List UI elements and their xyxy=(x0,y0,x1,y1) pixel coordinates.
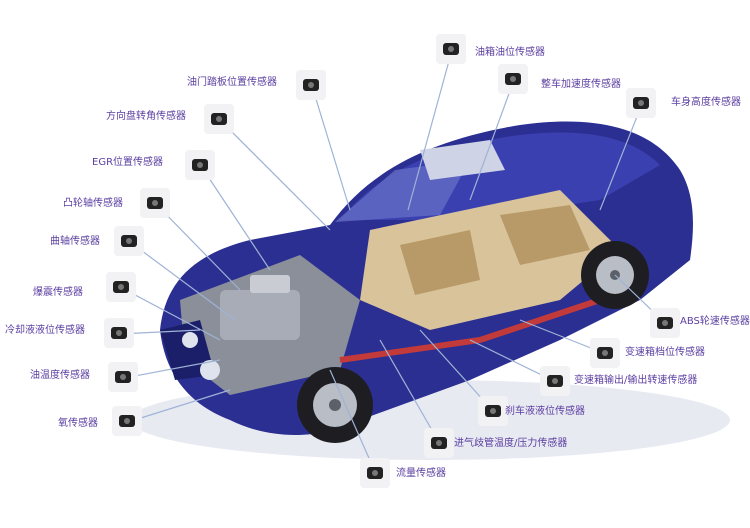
sensor-icon xyxy=(367,467,383,479)
front-bumper xyxy=(160,320,215,380)
sensor-icon xyxy=(597,347,613,359)
sensor-icon xyxy=(505,73,521,85)
intake xyxy=(250,275,290,293)
leader-height xyxy=(599,103,643,211)
leader-cam xyxy=(155,203,241,291)
sensor-thumb-height xyxy=(626,88,656,118)
sensor-icon xyxy=(431,437,447,449)
leader-throttle xyxy=(311,85,351,211)
car-body xyxy=(130,121,730,460)
sensor-thumb-gear_pos xyxy=(590,338,620,368)
label-body-height-sensor: 车身高度传感器 xyxy=(671,97,741,108)
sensor-thumb-oil_temp xyxy=(108,362,138,392)
label-abs-wheel-speed-sensor: ABS轮速传感器 xyxy=(680,316,750,327)
label-flow-sensor: 流量传感器 xyxy=(396,468,446,479)
label-knock-sensor: 爆震传感器 xyxy=(33,287,83,298)
leader-accel xyxy=(469,79,515,201)
headlight-left xyxy=(200,360,220,380)
label-throttle-pedal-sensor: 油门踏板位置传感器 xyxy=(187,77,277,88)
leader-map xyxy=(379,339,441,445)
label-oxygen-sensor: 氧传感器 xyxy=(58,418,98,429)
leader-egr xyxy=(200,165,271,271)
label-coolant-level-sensor: 冷却液液位传感器 xyxy=(5,325,85,336)
sensor-thumb-cam xyxy=(140,188,170,218)
label-oil-level-sensor: 油箱油位传感器 xyxy=(475,47,545,58)
sensor-thumb-brake_fluid xyxy=(478,396,508,426)
sensor-thumb-oxygen xyxy=(112,406,142,436)
sensor-icon xyxy=(211,113,227,125)
sensor-thumb-trans_speed xyxy=(540,366,570,396)
sensor-thumb-map xyxy=(424,428,454,458)
sensor-icon xyxy=(111,327,127,339)
sensor-icon xyxy=(113,281,129,293)
leader-flow xyxy=(329,369,377,475)
leader-oxygen xyxy=(127,389,231,423)
leader-oil_temp xyxy=(123,359,221,379)
sensor-thumb-crank xyxy=(114,226,144,256)
sensor-thumb-coolant xyxy=(104,318,134,348)
leader-knock xyxy=(121,287,221,341)
sensor-thumb-abs xyxy=(650,308,680,338)
front-seat xyxy=(400,230,480,295)
label-intake-manifold-sensor: 进气歧管温度/压力传感器 xyxy=(454,438,568,449)
engine-block xyxy=(220,290,300,340)
label-egr-position-sensor: EGR位置传感器 xyxy=(92,157,164,168)
sensor-icon xyxy=(633,97,649,109)
sensor-icon xyxy=(547,375,563,387)
sensor-icon xyxy=(303,79,319,91)
sensor-icon xyxy=(119,415,135,427)
label-crankshaft-sensor: 曲轴传感器 xyxy=(50,236,100,247)
sensor-icon xyxy=(115,371,131,383)
sensor-icon xyxy=(121,235,137,247)
sensor-thumb-accel xyxy=(498,64,528,94)
label-oil-temperature-sensor: 油温度传感器 xyxy=(30,370,90,381)
sensor-thumb-flow xyxy=(360,458,390,488)
sensor-icon xyxy=(657,317,673,329)
front-hub xyxy=(329,399,341,411)
leader-crank xyxy=(129,241,236,321)
exhaust-pipe xyxy=(339,297,601,363)
headlight-right xyxy=(182,332,198,348)
label-brake-fluid-level-sensor: 刹车液液位传感器 xyxy=(505,406,585,417)
sensor-thumb-egr xyxy=(185,150,215,180)
label-acceleration-sensor: 整车加速度传感器 xyxy=(541,79,621,90)
sunroof xyxy=(420,140,505,180)
sensor-thumb-steering xyxy=(204,104,234,134)
leader-oil_level xyxy=(407,49,453,211)
leader-steering xyxy=(219,119,331,231)
sensor-icon xyxy=(147,197,163,209)
label-transmission-speed-sensor: 变速箱输出/输出转速传感器 xyxy=(574,375,698,386)
sensor-thumb-throttle xyxy=(296,70,326,100)
label-steering-angle-sensor: 方向盘转角传感器 xyxy=(106,111,186,122)
sensor-thumb-oil_level xyxy=(436,34,466,64)
sensor-icon xyxy=(192,159,208,171)
leader-lines xyxy=(119,49,667,475)
rear-seat xyxy=(500,205,590,265)
sensor-icon xyxy=(485,405,501,417)
sensor-icon xyxy=(443,43,459,55)
label-gear-position-sensor: 变速箱档位传感器 xyxy=(625,347,705,358)
sensor-thumb-knock xyxy=(106,272,136,302)
label-camshaft-sensor: 凸轮轴传感器 xyxy=(63,198,123,209)
